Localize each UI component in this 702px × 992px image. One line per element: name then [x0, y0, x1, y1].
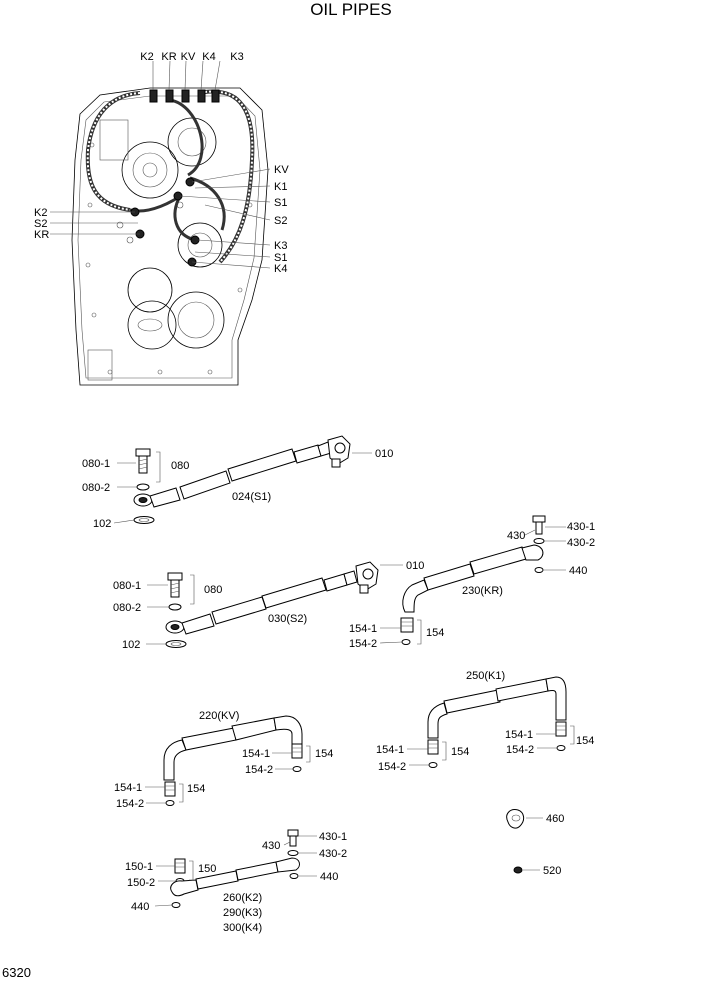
part-label: 154-2: [506, 744, 534, 756]
part-label: 440: [569, 565, 587, 577]
hose-label: 290(K3): [223, 907, 262, 919]
part-label: 010: [375, 448, 393, 460]
plug: [513, 866, 523, 874]
overview-label-top: K4: [202, 51, 215, 63]
hose-label: 250(K1): [466, 670, 505, 682]
hose-label: 220(KV): [199, 710, 239, 722]
overview-label-right: S1: [274, 197, 287, 209]
hose-label: 260(K2): [223, 892, 262, 904]
part-label: 154-2: [245, 764, 273, 776]
part-label: 154-2: [378, 761, 406, 773]
part-label: 430: [262, 840, 280, 852]
part-label: 440: [131, 901, 149, 913]
part-label: 080-1: [82, 458, 110, 470]
hose-assembly-k1: [427, 676, 567, 768]
part-label: 102: [93, 518, 111, 530]
part-label: 154: [426, 627, 444, 639]
overview-label-left: K2: [34, 207, 47, 219]
part-label: 150-2: [127, 877, 155, 889]
overview-label-top: KV: [181, 51, 196, 63]
overview-label-right: KV: [274, 164, 289, 176]
transmission-housing-overview: [71, 87, 269, 386]
part-label: 102: [122, 639, 140, 651]
part-label: 154: [576, 735, 594, 747]
hose-assembly-s1: [133, 435, 351, 524]
part-label: 080-2: [113, 602, 141, 614]
part-label: 080-1: [113, 580, 141, 592]
part-label: 080-2: [82, 482, 110, 494]
part-label: 080: [171, 460, 189, 472]
part-label: 440: [320, 871, 338, 883]
hose-label: 030(S2): [268, 613, 307, 625]
overview-label-left: KR: [34, 229, 49, 241]
overview-label-left: S2: [34, 218, 47, 230]
banjo-bolt-shank: [138, 455, 148, 474]
overview-label-top: K3: [230, 51, 243, 63]
part-label: 430-1: [567, 521, 595, 533]
washer: [133, 516, 155, 524]
part-label: 460: [546, 813, 564, 825]
part-label: 430: [507, 530, 525, 542]
part-label: 430-1: [319, 831, 347, 843]
part-label: 154-2: [116, 798, 144, 810]
hose-assembly-kv: [163, 715, 303, 806]
sealing-ring: [136, 483, 150, 491]
overview-label-right: S1: [274, 252, 287, 264]
hose-label: 024(S1): [232, 491, 271, 503]
part-label: 154: [315, 748, 333, 760]
hose-assembly-kr: [400, 515, 546, 645]
part-label: 154: [451, 746, 469, 758]
part-label: 154: [187, 783, 205, 795]
banjo-bolt-head: [135, 448, 151, 457]
part-label: 010: [406, 560, 424, 572]
page-number: 6320: [2, 965, 31, 980]
part-label: 154-1: [114, 782, 142, 794]
part-label: 430-2: [319, 848, 347, 860]
part-label: 150-1: [125, 861, 153, 873]
part-label: 430-2: [567, 537, 595, 549]
hose-label: 300(K4): [223, 922, 262, 934]
overview-label-right: K4: [274, 263, 287, 275]
part-label: 150: [198, 863, 216, 875]
overview-label-right: K3: [274, 240, 287, 252]
overview-label-right: S2: [274, 215, 287, 227]
overview-leaders: [50, 60, 271, 269]
part-label: 154-1: [349, 623, 377, 635]
part-label: 080: [204, 584, 222, 596]
protective-cap: [506, 809, 525, 829]
overview-label-top: KR: [161, 51, 176, 63]
page-title: OIL PIPES: [310, 0, 392, 19]
part-label: 154-1: [242, 748, 270, 760]
part-label: 154-2: [349, 638, 377, 650]
overview-label-right: K1: [274, 181, 287, 193]
part-label: 520: [543, 865, 561, 877]
part-label: 154-1: [505, 729, 533, 741]
overview-labels: K2 KR KV K4 K3 KV K1 S1 S2 K3 S1 K4 K2 S…: [34, 51, 289, 275]
hose-assembly-k2-k3-k4: [170, 829, 300, 908]
part-label: 154-1: [376, 744, 404, 756]
hose-assembly-s2: [165, 561, 379, 648]
hose-label: 230(KR): [462, 585, 503, 597]
overview-label-top: K2: [140, 51, 153, 63]
